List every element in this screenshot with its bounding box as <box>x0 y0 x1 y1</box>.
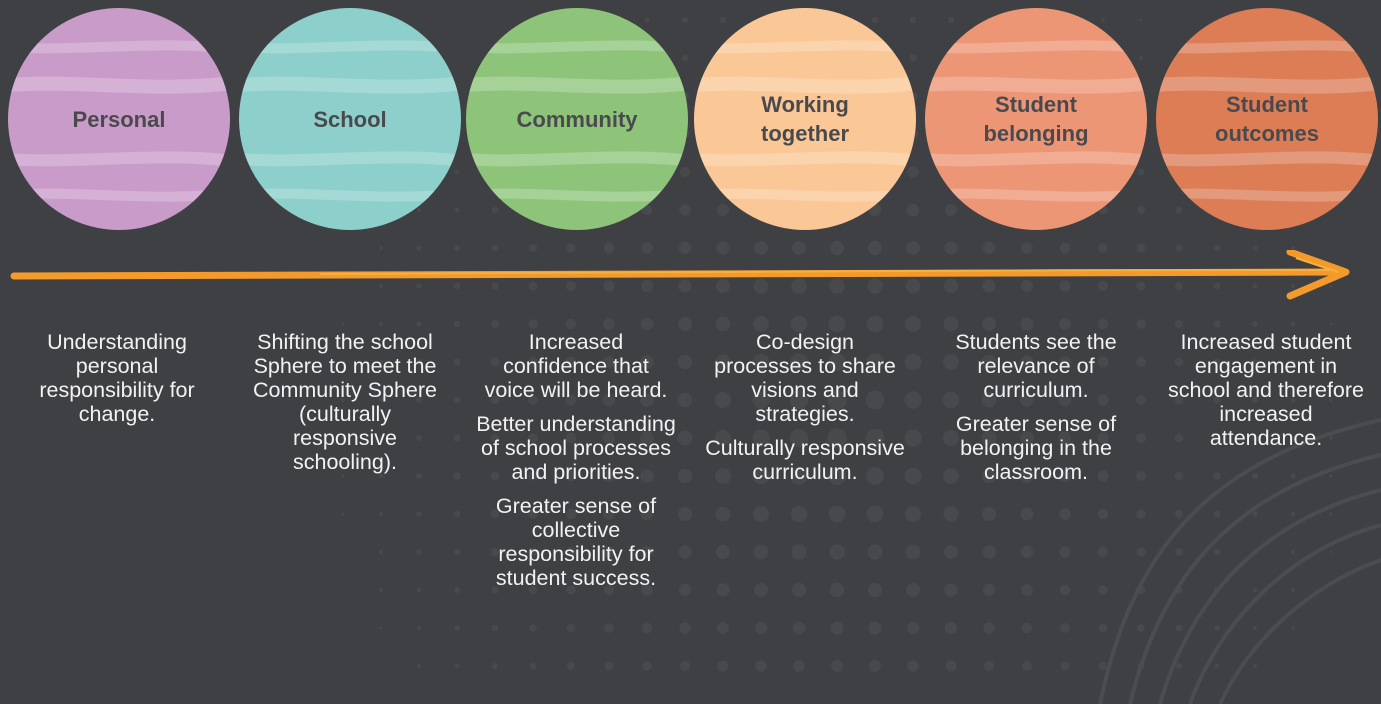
description-personal: Understanding personal responsibility fo… <box>17 330 217 436</box>
sphere-label: Personal <box>72 106 166 132</box>
sphere-label: Student outcomes <box>1215 92 1319 146</box>
description-text: Increased student engagement in school a… <box>1167 330 1365 450</box>
description-text: Increased confidence that voice will be … <box>484 330 668 402</box>
sphere-community: Community <box>466 8 688 230</box>
description-text: Co-design processes to share visions and… <box>714 330 896 426</box>
description-text: Greater sense of belonging in the classr… <box>955 412 1117 484</box>
description-text: Shifting the school Sphere to meet the C… <box>252 330 438 474</box>
sphere-student-outcomes: Student outcomes <box>1156 8 1378 230</box>
description-working-together: Co-design processes to share visions and… <box>705 330 905 494</box>
sphere-personal: Personal <box>8 8 230 230</box>
progress-arrow <box>10 250 1350 300</box>
description-community: Increased confidence that voice will be … <box>476 330 676 600</box>
sphere-texture <box>239 40 461 202</box>
sphere-working-together: Working together <box>694 8 916 230</box>
sphere-label: Community <box>516 106 638 132</box>
sphere-school: School <box>239 8 461 230</box>
description-school: Shifting the school Sphere to meet the C… <box>245 330 445 484</box>
description-text: Culturally responsive curriculum. <box>705 436 905 484</box>
sphere-label: School <box>313 106 387 132</box>
sphere-texture <box>694 40 916 202</box>
description-text: Understanding personal responsibility fo… <box>39 330 195 426</box>
description-text: Greater sense of collective responsibili… <box>495 494 657 590</box>
description-student-outcomes: Increased student engagement in school a… <box>1166 330 1366 460</box>
description-student-belonging: Students see the relevance of curriculum… <box>936 330 1136 494</box>
sphere-student-belonging: Student belonging <box>925 8 1147 230</box>
sphere-texture <box>925 40 1147 202</box>
sphere-label: Student belonging <box>983 92 1089 146</box>
sphere-label: Working together <box>761 92 849 146</box>
sphere-texture <box>1156 40 1378 202</box>
description-text: Students see the relevance of curriculum… <box>955 330 1117 402</box>
description-text: Better understanding of school processes… <box>476 412 676 484</box>
sphere-texture <box>8 40 230 202</box>
sphere-texture <box>466 40 688 202</box>
